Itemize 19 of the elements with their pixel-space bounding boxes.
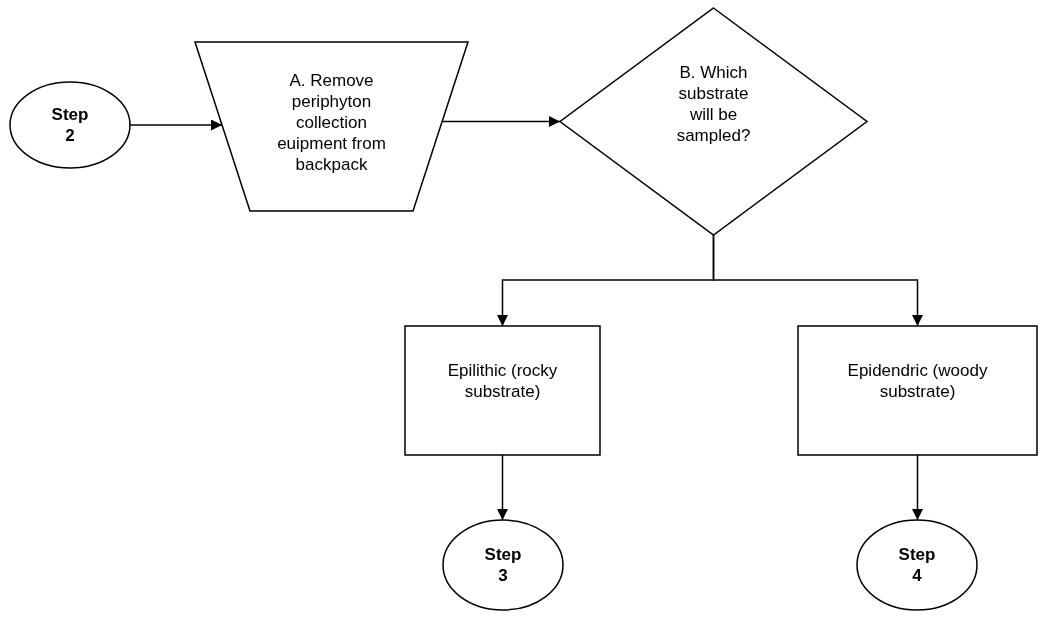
node-text: B. Which substrate will be sampled? [675, 61, 752, 146]
node-text: Epilithic (rocky substrate) [446, 359, 559, 402]
node-text: Epidendric (woody substrate) [846, 359, 989, 402]
terminal-ellipse [10, 82, 130, 168]
terminal-ellipse [857, 520, 977, 610]
arrow [441, 116, 561, 127]
step-label: Step 3 [483, 544, 523, 586]
step-label: Step 4 [897, 544, 937, 586]
decision-diamond [560, 8, 867, 235]
process-box [798, 326, 1037, 455]
arrow [712, 234, 923, 327]
arrow [912, 454, 923, 521]
manual-operation-trapezoid [195, 42, 468, 211]
process-box [405, 326, 600, 455]
arrow [497, 454, 508, 521]
step-label: Step 2 [50, 104, 90, 146]
terminal-ellipse [443, 520, 563, 610]
arrow [129, 119, 223, 131]
node-text: A. Remove periphyton collection euipment from backpack [276, 70, 387, 175]
